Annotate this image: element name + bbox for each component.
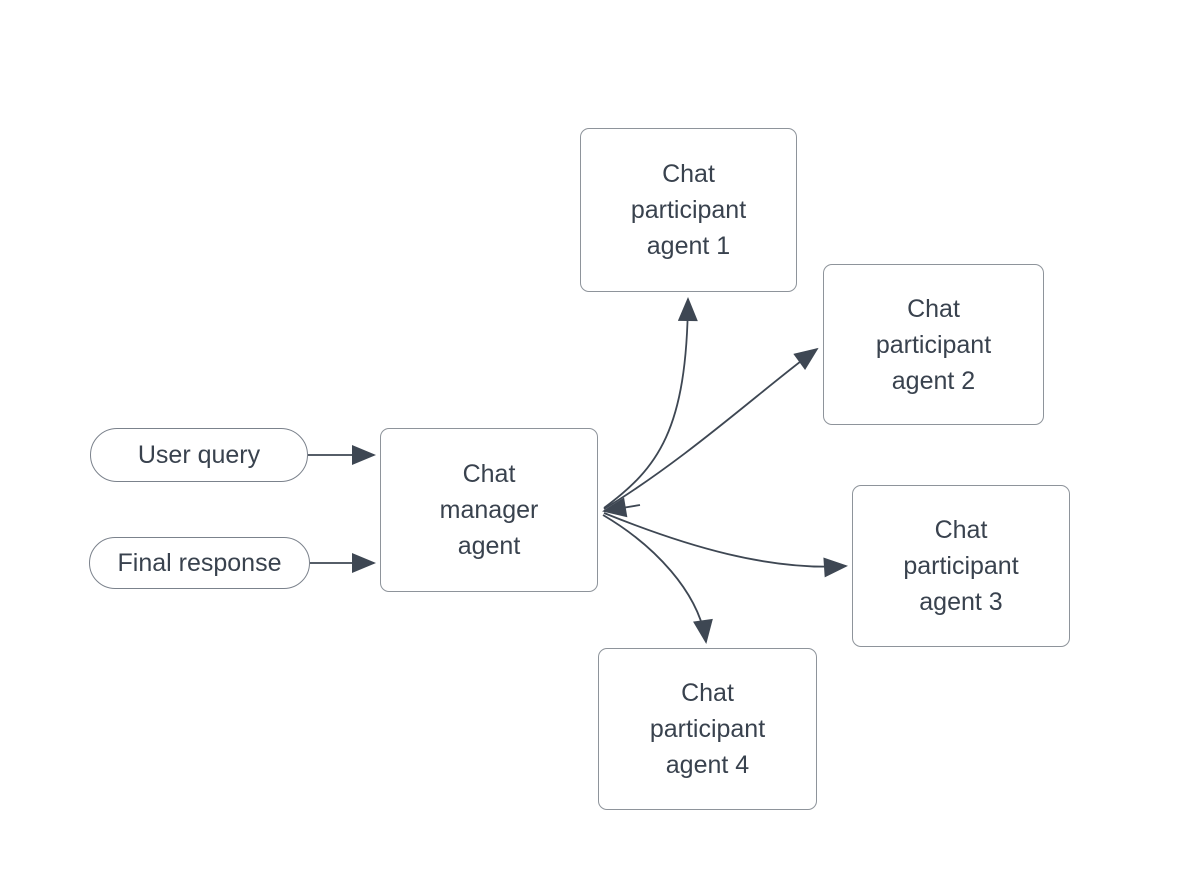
edge-manager-to-agent-4 (602, 514, 713, 644)
node-chat-participant-agent-2: Chat participant agent 2 (823, 264, 1044, 425)
node-chat-participant-agent-1-label: Chat participant agent 1 (630, 160, 747, 260)
node-final-response-label: Final response (117, 549, 282, 577)
node-chat-manager-agent-label: Chat manager agent (439, 460, 539, 560)
node-user-query-label: User query (137, 441, 261, 469)
node-chat-participant-agent-4: Chat participant agent 4 (598, 648, 817, 810)
edge-manager-to-agent-2 (603, 347, 819, 510)
edge-hub-into-manager-arrowhead (602, 497, 641, 518)
node-chat-participant-agent-2-label: Chat participant agent 2 (875, 294, 992, 395)
node-chat-participant-agent-3: Chat participant agent 3 (852, 485, 1070, 647)
node-chat-participant-agent-4-label: Chat participant agent 4 (649, 679, 766, 779)
edge-manager-to-agent-3 (603, 512, 848, 578)
edge-manager-to-agent-1 (603, 297, 698, 509)
node-final-response: Final response (89, 537, 310, 589)
node-chat-manager-agent: Chat manager agent (380, 428, 598, 592)
node-user-query: User query (90, 428, 308, 482)
node-chat-participant-agent-3-label: Chat participant agent 3 (903, 516, 1019, 616)
node-chat-participant-agent-1: Chat participant agent 1 (580, 128, 797, 292)
